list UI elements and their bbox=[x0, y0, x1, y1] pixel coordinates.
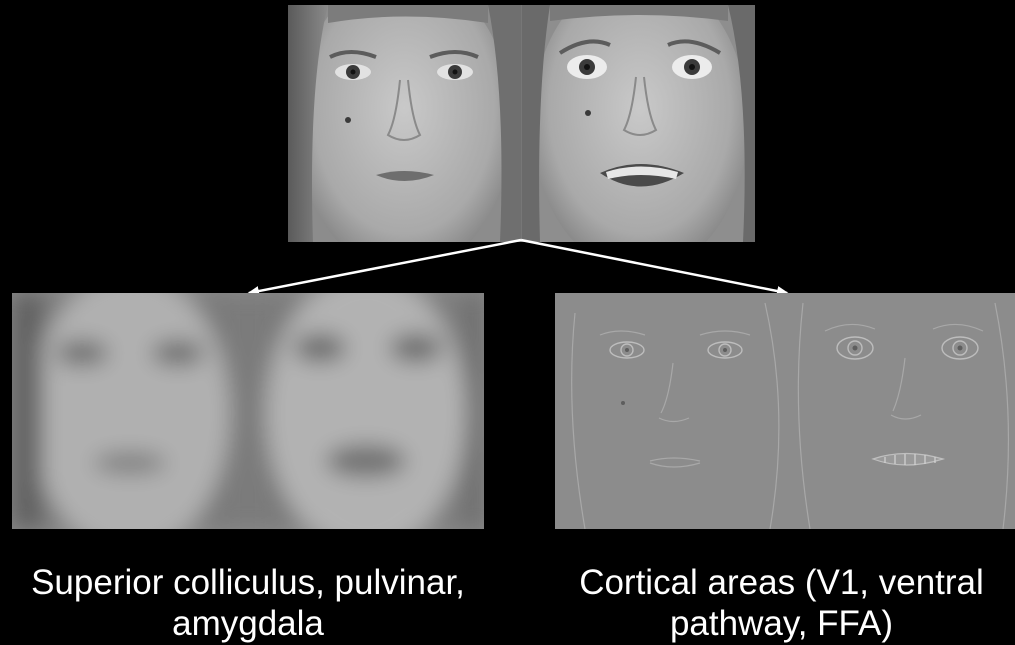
fearful-face bbox=[522, 5, 755, 242]
neutral-face bbox=[288, 5, 521, 242]
cortical-pathway-caption: Cortical areas (V1, ventral pathway, FFA… bbox=[548, 562, 1015, 644]
arrow-to-low-frequency bbox=[249, 240, 521, 293]
cortical-caption-line-2: pathway, FFA) bbox=[548, 603, 1015, 644]
cortical-caption-line-1: Cortical areas (V1, ventral bbox=[548, 562, 1015, 603]
original-faces-image bbox=[288, 5, 755, 242]
blurred-faces-image bbox=[12, 293, 484, 529]
subcortical-caption-line-1: Superior colliculus, pulvinar, bbox=[0, 562, 496, 603]
subcortical-caption-line-2: amygdala bbox=[0, 603, 496, 644]
arrow-to-high-frequency bbox=[521, 240, 787, 293]
edge-filtered-faces-image bbox=[555, 293, 1015, 529]
subcortical-pathway-caption: Superior colliculus, pulvinar, amygdala bbox=[0, 562, 496, 644]
